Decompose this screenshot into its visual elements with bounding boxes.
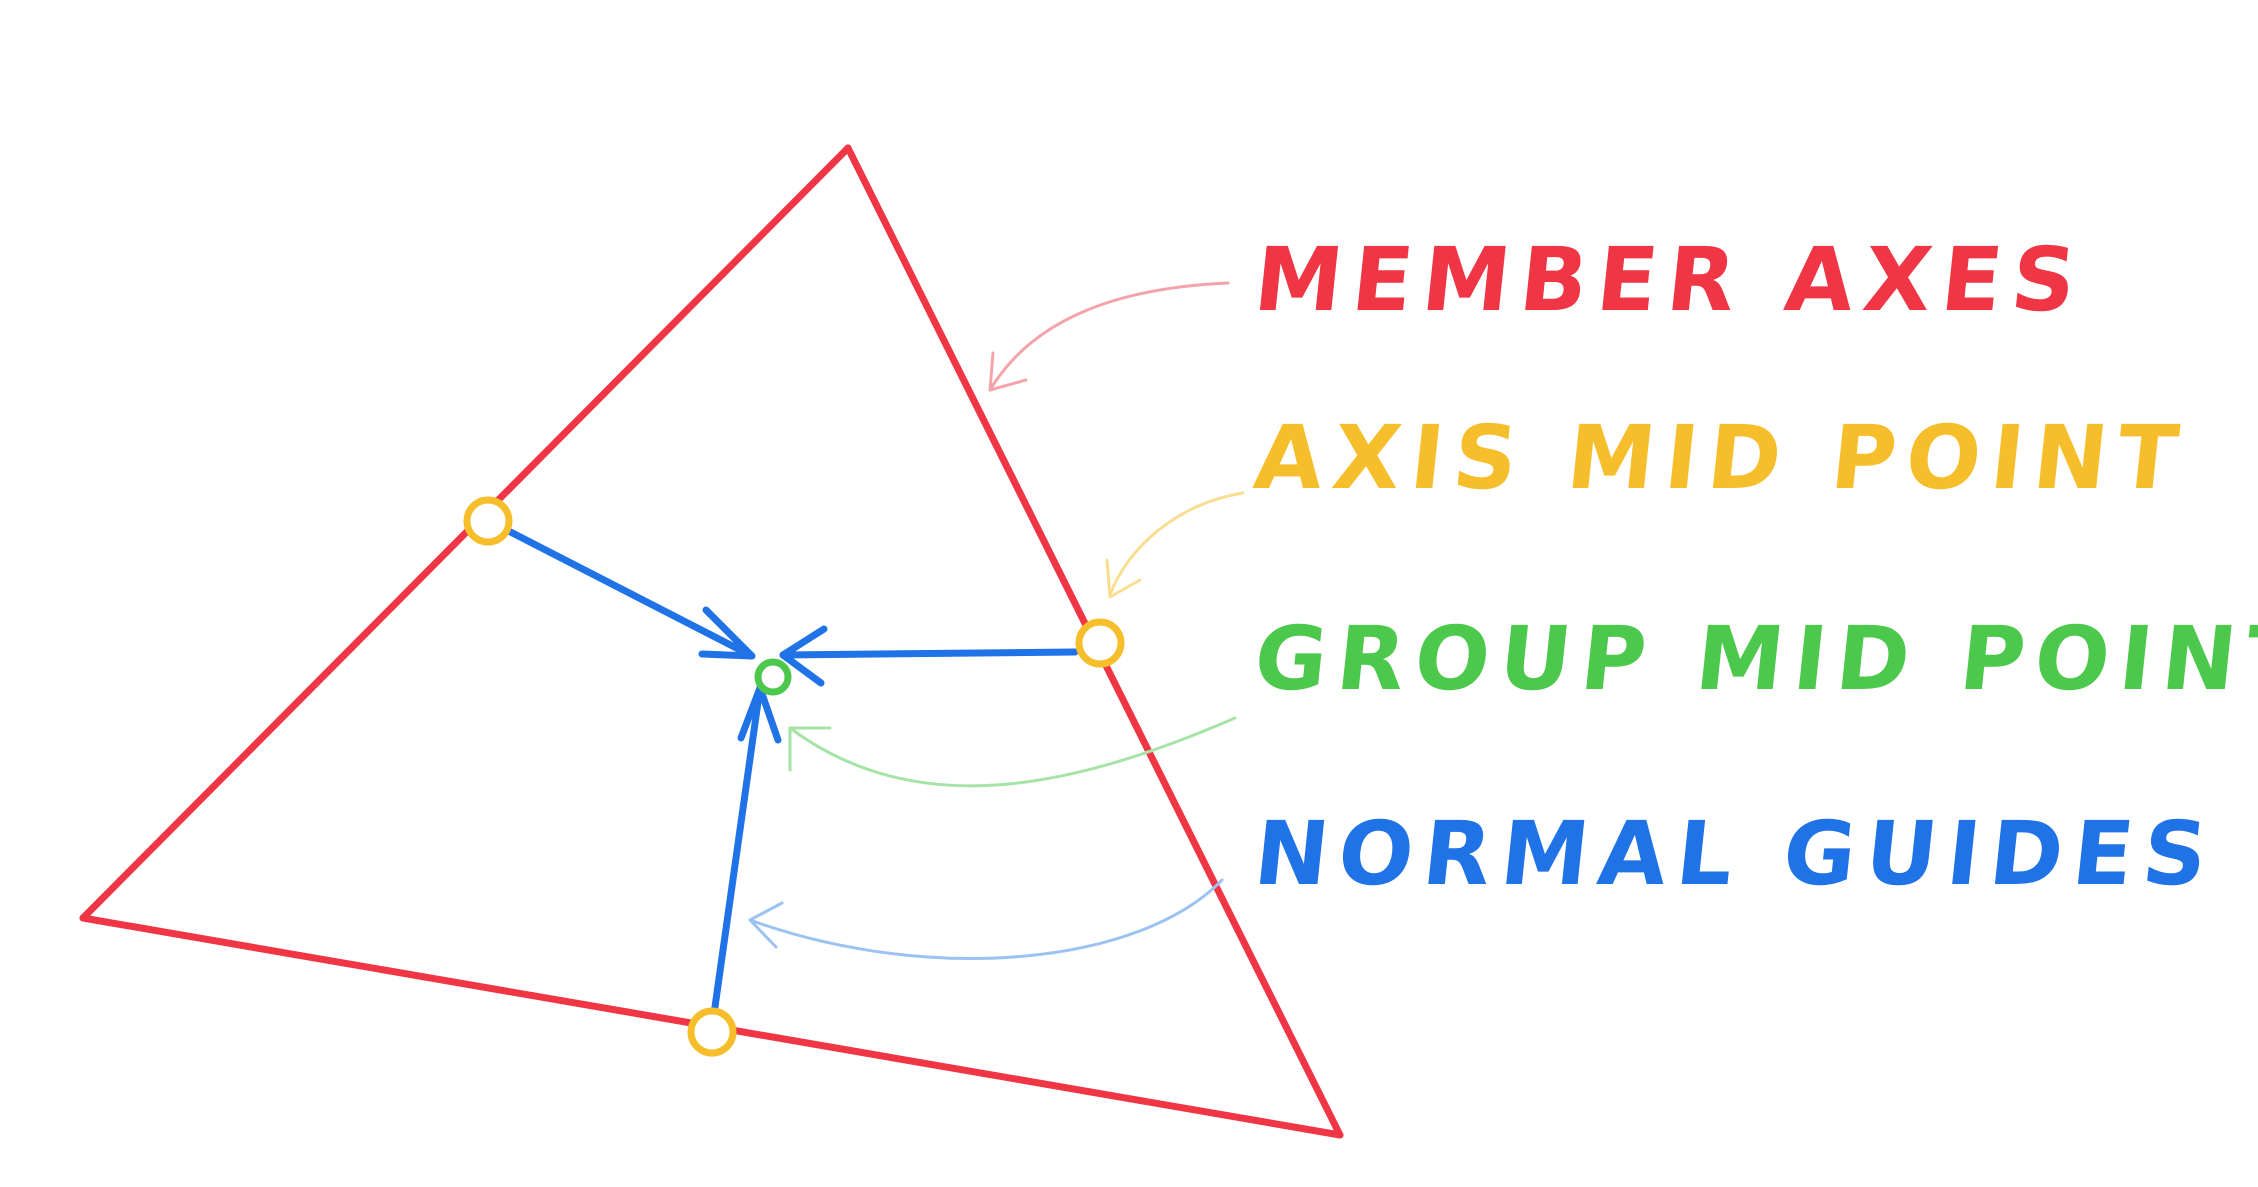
legend-label-normal-guides: NORMAL GUIDES [1249, 802, 2223, 905]
callout-arrow-normal-guides [748, 878, 1224, 960]
axis-mid-point-bottom [687, 1007, 737, 1057]
normal-guide-left [493, 521, 754, 659]
normal-guide-bottom [708, 684, 764, 1032]
normal-guide-left-arrowhead [698, 606, 756, 660]
callout-arrows [748, 281, 1245, 960]
normal-guides [493, 521, 1079, 1032]
normal-guide-right-arrowhead [779, 625, 828, 687]
legend-label-group-mid-point: GROUP MID POINT [1249, 607, 2258, 710]
callout-arrow-group-mid-point [788, 716, 1237, 788]
callout-arrow-axis-mid-point [1105, 491, 1245, 599]
group-mid-point [754, 658, 792, 696]
member-axes [79, 144, 1344, 1139]
member-axis-left [79, 144, 852, 922]
axis-mid-point-left [463, 496, 513, 546]
axis-mid-point-right [1075, 618, 1125, 668]
callout-arrow-member-axes [988, 281, 1230, 392]
axis-mid-points [463, 496, 1125, 1057]
legend-label-axis-mid-point: AXIS MID POINT [1249, 406, 2193, 509]
normal-guide-right [779, 648, 1079, 659]
legend-label-member-axes: MEMBER AXES [1249, 228, 2091, 331]
